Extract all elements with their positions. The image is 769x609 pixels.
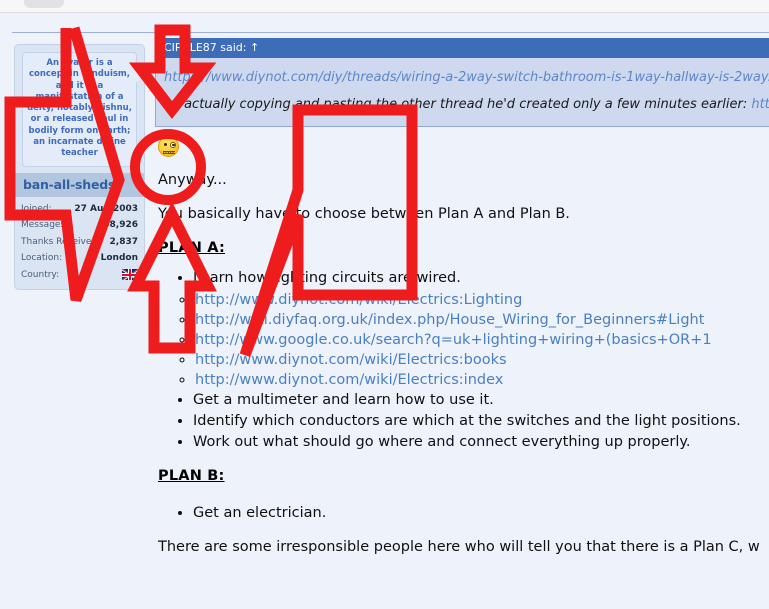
stat-row-country: Country:: [21, 267, 138, 284]
paragraph-closing: There are some irresponsible people here…: [158, 539, 760, 555]
list-item: Get an electrician.: [193, 503, 769, 523]
list-item[interactable]: http://www.google.co.uk/search?q=uk+ligh…: [195, 330, 769, 350]
username-band[interactable]: ban-all-sheds: [15, 172, 144, 197]
stat-value: 68,926: [103, 220, 138, 231]
quote-content: https://www.diynot.com/diy/threads/wirin…: [156, 58, 769, 126]
wiki-lighting-link[interactable]: http://www.diynot.com/wiki/Electrics:Lig…: [195, 292, 523, 308]
paragraph-anyway: Anyway...: [158, 172, 227, 188]
diyfaq-house-wiring-link[interactable]: http://wiki.diyfaq.org.uk/index.php/Hous…: [195, 312, 705, 328]
user-stats: Joined: 27 Aug 2003 Messages: 68,926 Tha…: [15, 197, 144, 290]
plan-b-heading: PLAN B:: [158, 468, 225, 484]
post-divider: [12, 32, 769, 33]
avatar-text-bubble: An avatar is a concept in Hinduism, and …: [22, 52, 143, 167]
wiki-index-link[interactable]: http://www.diynot.com/wiki/Electrics:ind…: [195, 372, 504, 388]
plan-a-steps-list: Get a multimeter and learn how to use it…: [155, 390, 769, 452]
stat-row-joined: Joined: 27 Aug 2003: [21, 201, 138, 218]
avatar-definition-text: An avatar is a concept in Hinduism, and …: [27, 58, 132, 159]
stat-row-location: Location: London: [21, 250, 138, 267]
quote-text: by actually copying and pasting the othe…: [164, 97, 752, 112]
stat-value: London: [100, 253, 138, 264]
uk-flag-icon: [122, 269, 138, 281]
post-message-body: CIRCLE87 said: ↑ https://www.diynot.com/…: [155, 38, 769, 571]
zipper-mouth-wink-smiley-icon: [158, 136, 179, 157]
stat-label: Country:: [21, 269, 60, 280]
plan-a-links-list: http://www.diynot.com/wiki/Electrics:Lig…: [155, 290, 769, 390]
plan-b-list: Get an electrician.: [155, 503, 769, 523]
list-item[interactable]: http://www.diynot.com/wiki/Electrics:boo…: [195, 350, 769, 370]
quote-attribution[interactable]: CIRCLE87 said: ↑: [156, 38, 769, 58]
smiley-row: [155, 127, 769, 170]
bubble-tail: [135, 71, 143, 83]
message-text: Anyway... You basically have to choose b…: [155, 170, 769, 557]
plan-a-heading: PLAN A:: [158, 240, 225, 256]
wiki-books-link[interactable]: http://www.diynot.com/wiki/Electrics:boo…: [195, 352, 507, 368]
stat-value: 27 Aug 2003: [74, 203, 138, 214]
list-item: Identify which conductors are which at t…: [193, 411, 769, 431]
list-item[interactable]: http://www.diynot.com/wiki/Electrics:Lig…: [195, 290, 769, 310]
list-item: Learn how lighting circuits are wired.: [193, 268, 769, 288]
username-link[interactable]: ban-all-sheds: [23, 176, 116, 192]
stat-row-thanks-received: Thanks Received: 2,837: [21, 234, 138, 251]
list-item[interactable]: http://wiki.diyfaq.org.uk/index.php/Hous…: [195, 310, 769, 330]
forum-post: An avatar is a concept in Hinduism, and …: [0, 14, 769, 609]
stat-label: Thanks Received:: [21, 236, 101, 247]
google-search-link[interactable]: http://www.google.co.uk/search?q=uk+ligh…: [195, 332, 712, 348]
user-info-panel: An avatar is a concept in Hinduism, and …: [14, 44, 145, 291]
list-item[interactable]: http://www.diynot.com/wiki/Electrics:ind…: [195, 370, 769, 390]
stat-row-messages: Messages: 68,926: [21, 217, 138, 234]
stat-value: 2,837: [109, 236, 138, 247]
paragraph-intro: You basically have to choose between Pla…: [158, 206, 570, 222]
plan-a-list: Learn how lighting circuits are wired.: [155, 268, 769, 288]
quote-inline-link[interactable]: https://ww: [751, 97, 769, 112]
stat-label: Location:: [21, 253, 63, 264]
list-item: Work out what should go where and connec…: [193, 432, 769, 452]
quote-block: CIRCLE87 said: ↑ https://www.diynot.com/…: [155, 38, 769, 127]
list-item: Get a multimeter and learn how to use it…: [193, 390, 769, 410]
stat-label: Messages:: [21, 220, 69, 231]
quote-text-line: by actually copying and pasting the othe…: [164, 91, 769, 118]
stat-label: Joined:: [21, 203, 52, 214]
browser-tab-ghost: [24, 0, 64, 8]
browser-chrome-strip: [0, 0, 769, 13]
quote-link-line[interactable]: https://www.diynot.com/diy/threads/wirin…: [164, 70, 769, 85]
